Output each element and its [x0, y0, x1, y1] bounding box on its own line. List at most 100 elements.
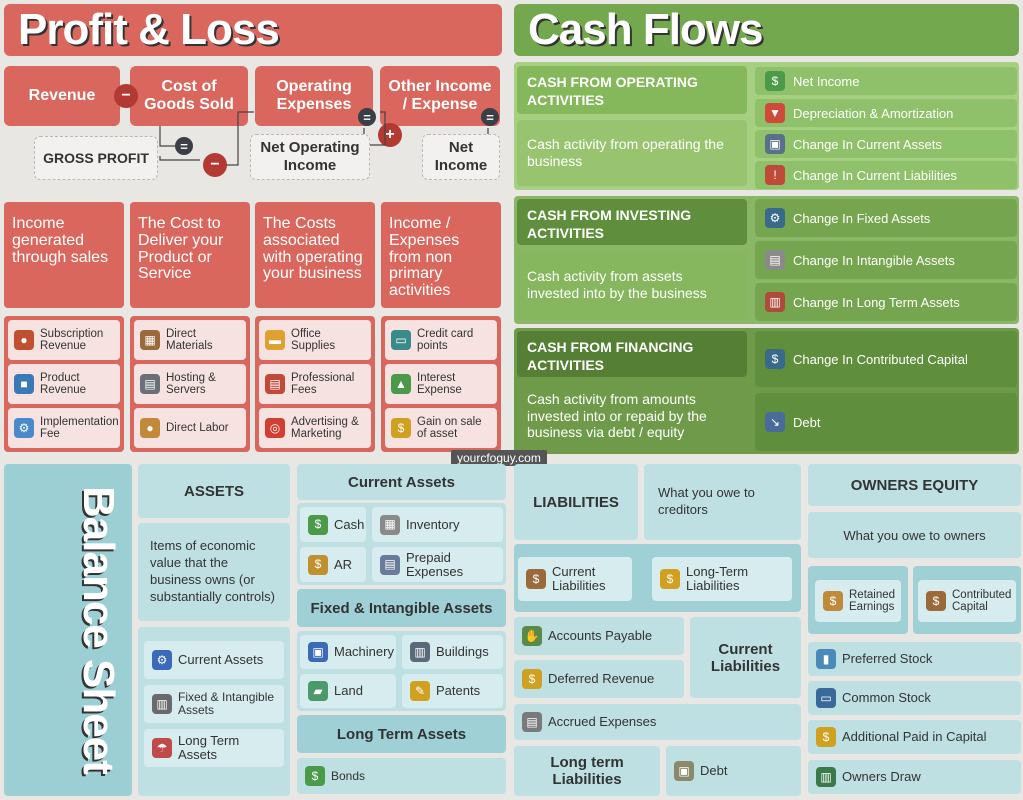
umbrella-icon: ☂ — [152, 738, 172, 758]
money-growth-icon: $ — [391, 418, 411, 438]
building-icon: ▥ — [765, 292, 785, 312]
item-label: Change In Contributed Capital — [793, 351, 968, 367]
list-item: ▥Buildings — [402, 635, 503, 669]
list-item: ☂ Long Term Assets — [144, 729, 284, 767]
item-label: Change In Fixed Assets — [793, 210, 931, 226]
pl-column-opex: ▬Office Supplies ▤Professional Fees ◎Adv… — [255, 316, 375, 452]
target-icon: ◎ — [265, 418, 285, 438]
plus-symbol: + — [385, 126, 395, 143]
cf-item-current-liabilities: !Change In Current Liabilities — [755, 161, 1017, 189]
server-icon: ▤ — [140, 374, 160, 394]
list-item: ▥Owners Draw — [808, 760, 1021, 794]
cf-operating-desc: Cash activity from operating the busines… — [517, 120, 747, 186]
box-icon: ▦ — [140, 330, 160, 350]
item-label: Accounts Payable — [548, 628, 653, 644]
list-item: $Cash — [300, 507, 366, 542]
patent-icon: ✎ — [410, 681, 430, 701]
item-label: Additional Paid in Capital — [842, 729, 987, 745]
equals-symbol: = — [363, 109, 371, 125]
credit-card-icon: ▭ — [391, 330, 411, 350]
land-icon: ▰ — [308, 681, 328, 701]
bar-chart-icon: ▮ — [816, 649, 836, 669]
opex-box: Operating Expenses — [255, 66, 373, 126]
equals-operator: = — [175, 137, 193, 155]
item-label: Subscription Revenue — [40, 327, 104, 352]
item-label: AR — [334, 556, 353, 572]
item-label: Office Supplies — [291, 327, 336, 352]
fixed-assets-title-box: Fixed & Intangible Assets — [297, 589, 506, 627]
liabilities-desc-box: What you owe to creditors — [644, 464, 801, 540]
list-item: ▭Common Stock — [808, 681, 1021, 715]
cf-title: Cash Flows — [528, 5, 763, 54]
cf-item-long-term-assets: ▥Change In Long Term Assets — [755, 283, 1017, 321]
list-item: ✎ Patents — [402, 674, 503, 708]
liabilities-title-box: LIABILITIES — [514, 464, 638, 540]
list-item: $Bonds — [297, 758, 506, 794]
net-operating-income-label: Net Operating Income — [260, 139, 360, 174]
other-income-box: Other Income / Expense — [380, 66, 500, 126]
pl-title: Profit & Loss — [18, 5, 280, 54]
cf-operating-desc-text: Cash activity from operating the busines… — [527, 136, 724, 169]
assets-desc: Items of economic value that the busines… — [150, 538, 275, 604]
gear-icon: ⚙ — [765, 208, 785, 228]
cf-item-contributed-capital: $ Change In Contributed Capital — [755, 331, 1017, 387]
cf-operating-header: CASH FROM OPERATING ACTIVITIES — [517, 66, 747, 114]
down-arrow-icon: ▼ — [765, 103, 785, 123]
liabilities-desc: What you owe to creditors — [658, 485, 755, 517]
list-item: ⚙Current Assets — [144, 641, 284, 679]
item-label: Long Term Assets — [178, 733, 240, 762]
cf-item-intangible-assets: ▤Change In Intangible Assets — [755, 241, 1017, 279]
folder-icon: ▬ — [265, 330, 285, 350]
chart-up-icon: ▲ — [391, 374, 411, 394]
equity-desc: What you owe to owners — [843, 527, 986, 543]
item-label: Retained Earnings — [849, 588, 896, 613]
cf-item-debt: ↘Debt — [755, 393, 1017, 451]
item-label: Hosting & Servers — [166, 371, 216, 396]
bs-title: Balance Sheet — [74, 486, 123, 774]
cf-investing-desc: Cash activity from assets invested into … — [517, 251, 747, 319]
item-label: Debt — [793, 414, 821, 430]
equals-symbol: = — [486, 109, 494, 125]
item-label: Preferred Stock — [842, 651, 933, 667]
list-item: ⚙Implementation Fee — [8, 408, 120, 448]
item-label: Fixed & Intangible Assets — [178, 690, 275, 717]
hand-coin-icon: $ — [660, 569, 680, 589]
equals-operator-3: = — [481, 108, 499, 126]
gear-icon: ⚙ — [14, 418, 34, 438]
item-label: Land — [334, 683, 363, 699]
list-item: ▮ Preferred Stock — [808, 642, 1021, 676]
money-bag-icon: $ — [765, 349, 785, 369]
item-label: Change In Current Liabilities — [793, 167, 958, 183]
list-item: ▭Credit card points — [385, 320, 497, 360]
document-icon: ▤ — [265, 374, 285, 394]
item-label: Prepaid Expenses — [406, 549, 464, 579]
list-item: ▰ Land — [300, 674, 396, 708]
cf-financing-desc: Cash activity from amounts invested into… — [517, 382, 747, 450]
list-item: ▤Prepaid Expenses — [372, 547, 503, 582]
pl-desc-other: Income / Expenses from non primary activ… — [381, 202, 501, 308]
revenue-label: Revenue — [28, 87, 96, 105]
equals-operator-2: = — [358, 108, 376, 126]
cash-register-icon: ▥ — [816, 767, 836, 787]
coin-icon: $ — [816, 727, 836, 747]
item-label: Buildings — [436, 644, 489, 660]
item-label: Advertising & Marketing — [291, 415, 359, 440]
list-item: $ Long-Term Liabilities — [652, 557, 792, 601]
item-label: Accrued Expenses — [548, 714, 657, 730]
cf-item-net-income: $Net Income — [755, 67, 1017, 95]
worker-icon: ● — [140, 418, 160, 438]
liabilities-title: LIABILITIES — [533, 493, 619, 511]
list-item: $Deferred Revenue — [514, 660, 684, 698]
cf-financing-header: CASH FROM FINANCING ACTIVITIES — [517, 331, 747, 377]
item-label: Contributed Capital — [952, 588, 1012, 613]
item-label: Direct Materials — [166, 327, 213, 352]
person-icon: ● — [14, 330, 34, 350]
cf-item-depreciation: ▼Depreciation & Amortization — [755, 99, 1017, 127]
factory-icon: ▥ — [152, 694, 172, 714]
opex-label: Operating Expenses — [276, 78, 352, 113]
item-label: Patents — [436, 683, 481, 699]
item-label: Long-Term Liabilities — [686, 564, 749, 593]
inventory-icon: ▦ — [380, 514, 400, 535]
cf-financing-desc-text: Cash activity from amounts invested into… — [527, 390, 707, 441]
item-label: Direct Labor — [166, 421, 229, 434]
